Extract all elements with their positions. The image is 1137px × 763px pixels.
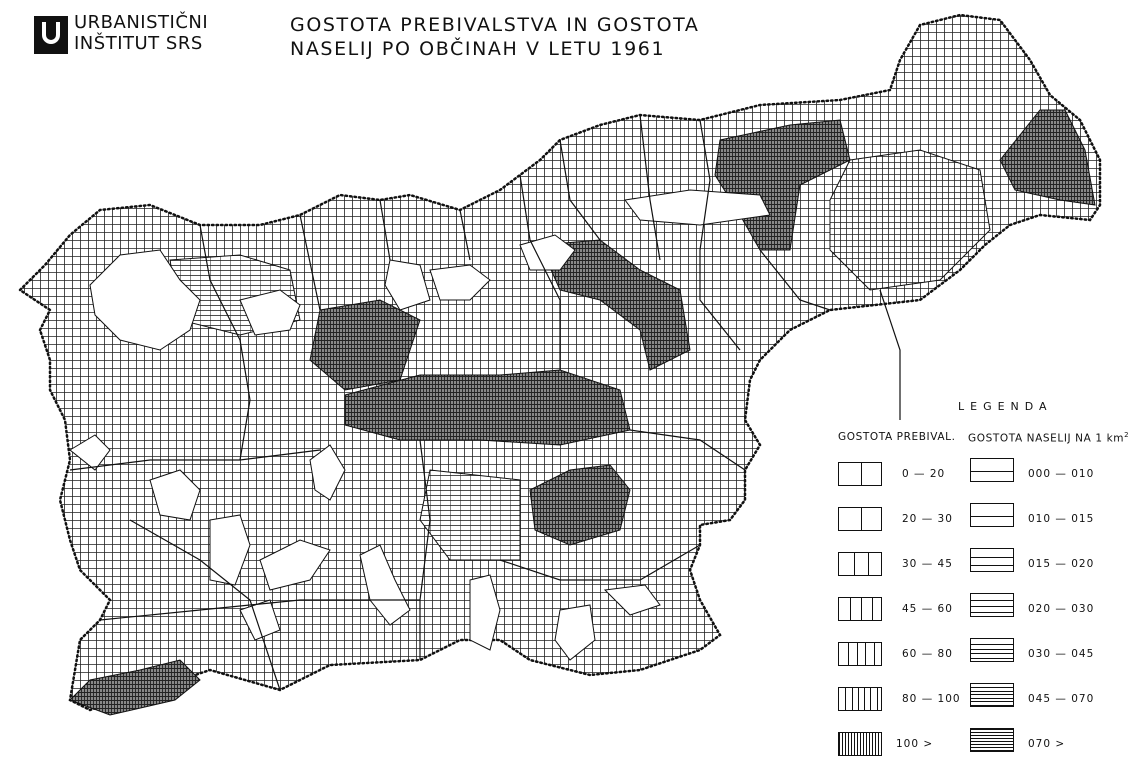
map-title-line1: GOSTOTA PREBIVALSTVA IN GOSTOTA: [290, 14, 700, 36]
legend-settlement-label-4: 020 — 030: [1028, 603, 1095, 615]
legend-population-label-7: 100 >: [896, 738, 934, 750]
region-dense-east-edge: [999, 109, 1096, 206]
legend-settlement-swatch-7: [970, 728, 1014, 752]
legend-population-swatch-4: [838, 597, 882, 621]
legend-population-label-6: 80 — 100: [902, 693, 961, 705]
legend-settlement-swatch-4: [970, 593, 1014, 617]
legend-population-swatch-7: [838, 732, 882, 756]
legend-population-swatch-2: [838, 507, 882, 531]
region-horizontal-south: [419, 469, 521, 561]
legend-population-label-4: 45 — 60: [902, 603, 953, 615]
legend-population-swatch-6: [838, 687, 882, 711]
legend-population-label-2: 20 — 30: [902, 513, 953, 525]
legend-settlement-swatch-3: [970, 548, 1014, 572]
legend-settlement-header: GOSTOTA NASELIJ NA 1 km2: [968, 431, 1130, 445]
legend-settlement-label-5: 030 — 045: [1028, 648, 1095, 660]
legend-population-swatch-3: [838, 552, 882, 576]
legend-population-swatch-5: [838, 642, 882, 666]
legend-settlement-label-1: 000 — 010: [1028, 468, 1095, 480]
low-density-areas: [69, 189, 771, 661]
region-fine-east: [829, 149, 991, 291]
legend-population-label-1: 0 — 20: [902, 468, 946, 480]
legend-settlement-swatch-1: [970, 458, 1014, 482]
municipal-borders: [69, 114, 901, 691]
institute-name-line2: INŠTITUT SRS: [74, 33, 203, 54]
legend-settlement-label-3: 015 — 020: [1028, 558, 1095, 570]
region-dense-north: [539, 239, 691, 371]
legend-settlement-label-2: 010 — 015: [1028, 513, 1095, 525]
region-dense-coast: [69, 659, 201, 716]
institute-name-line1: URBANISTIČNI: [74, 12, 209, 33]
legend-population-swatch-1: [838, 462, 882, 486]
map-title-line2: NASELIJ PO OBČINAH V LETU 1961: [290, 38, 666, 60]
legend-settlement-swatch-6: [970, 683, 1014, 707]
legend-settlement-label-6: 045 — 070: [1028, 693, 1095, 705]
legend-population-label-3: 30 — 45: [902, 558, 953, 570]
legend-settlement-swatch-5: [970, 638, 1014, 662]
legend-settlement-swatch-2: [970, 503, 1014, 527]
legend-population-header: GOSTOTA PREBIVAL.: [838, 431, 956, 443]
legend-title: LEGENDA: [958, 400, 1053, 413]
legend-settlement-label-7: 070 >: [1028, 738, 1066, 750]
region-dense-southeast: [529, 464, 631, 546]
institute-logo: [34, 16, 68, 54]
legend-population-label-5: 60 — 80: [902, 648, 953, 660]
